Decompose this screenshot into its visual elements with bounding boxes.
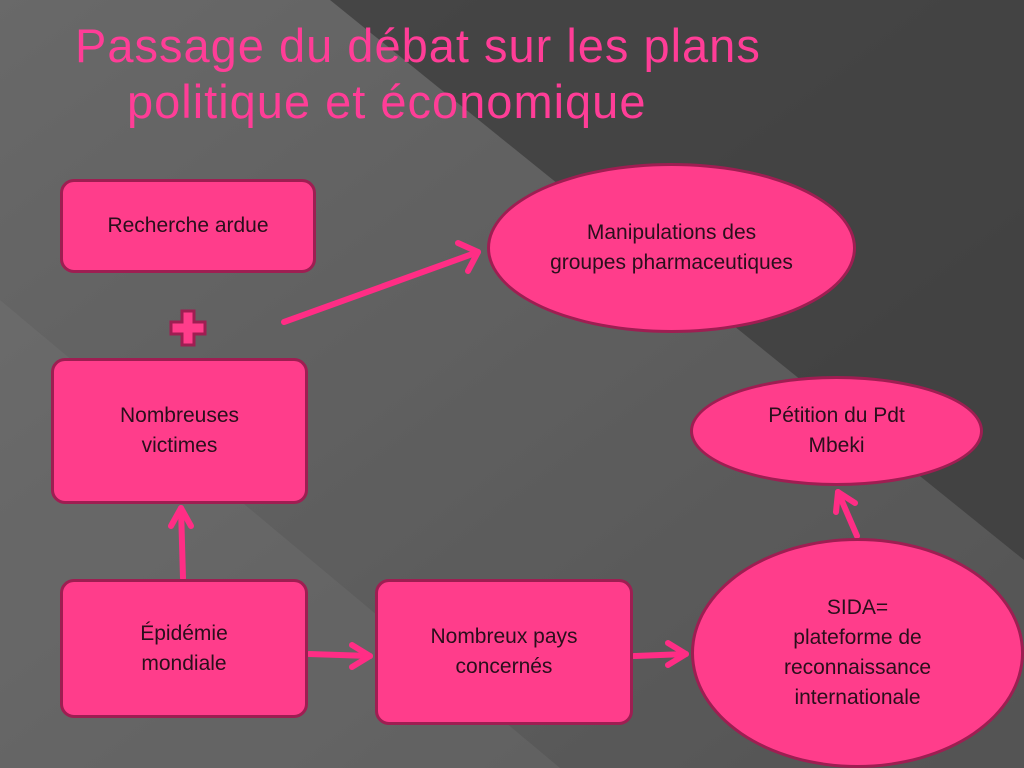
node-label: Manipulations des groupes pharmaceutique… xyxy=(550,221,793,274)
node-manipulations: Manipulations des groupes pharmaceutique… xyxy=(487,163,856,333)
title-line-2: politique et économique xyxy=(127,75,647,128)
node-nombreuses-victimes: Nombreuses victimes xyxy=(51,358,308,504)
node-label: Nombreux pays concernés xyxy=(430,625,578,678)
node-label: Épidémie mondiale xyxy=(140,621,228,675)
node-epidemie-mondiale: Épidémie mondiale xyxy=(60,579,308,718)
title-line-1: Passage du débat sur les plans xyxy=(75,19,761,72)
node-sida: SIDA= plateforme de reconnaissance inter… xyxy=(691,538,1024,768)
node-recherche-ardue: Recherche ardue xyxy=(60,179,316,273)
node-label: Pétition du Pdt Mbeki xyxy=(768,404,905,457)
node-label-line-1: SIDA= xyxy=(826,596,889,619)
node-label: Nombreuses victimes xyxy=(119,404,240,457)
node-label: Recherche ardue xyxy=(107,214,269,237)
slide-title: Passage du débat sur les plans politique… xyxy=(75,18,1005,130)
plus-icon xyxy=(169,309,207,347)
node-nombreux-pays: Nombreux pays concernés xyxy=(375,579,633,725)
node-petition: Pétition du Pdt Mbeki xyxy=(690,376,983,486)
node-label-line-2: plateforme de reconnaissance internation… xyxy=(783,626,932,709)
